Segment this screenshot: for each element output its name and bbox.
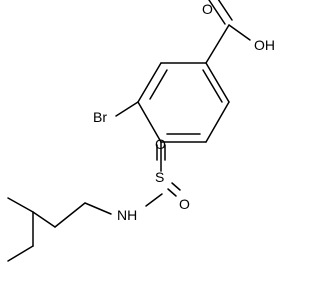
carbonyl-oxygen-label: O [202, 1, 213, 17]
chain-bond-2 [54, 202, 86, 228]
ring-double-bond-3 [202, 69, 223, 103]
carbonyl-bond-b [217, 0, 233, 21]
sulfonyl-right-double-a [167, 188, 177, 197]
ring-bond-left-upper [137, 101, 162, 143]
ring-bond-top-right [137, 62, 162, 103]
bromine-label: Br [93, 109, 107, 125]
ring-bond-right-upper [205, 62, 230, 103]
sulfur-label: S [155, 169, 164, 185]
carboxyl-carbon-bond [205, 24, 230, 64]
molecule-drawing: Br OH S O O NH O [7, 0, 275, 262]
chain-bond-3 [32, 211, 56, 228]
chain-bond-6 [7, 245, 34, 262]
chain-bond-1 [84, 202, 112, 215]
ring-double-bond-1 [149, 69, 168, 100]
sulfonyl-oxygen-top-label: O [155, 136, 166, 152]
chain-bond-4 [7, 197, 34, 213]
hydroxyl-bond [228, 24, 251, 41]
sulfonamide-bond [145, 193, 163, 207]
carbonyl-bond-a [208, 0, 226, 25]
structure-canvas: Br OH S O O NH O [7, 0, 275, 262]
hydroxyl-label: OH [254, 37, 275, 53]
bromine-bond [115, 101, 139, 117]
sulfonyl-oxygen-right-label: O [179, 196, 190, 212]
sulfonyl-right-double-b [171, 182, 181, 191]
amine-label: NH [117, 207, 137, 223]
ring-bond-right-lower [205, 101, 230, 143]
